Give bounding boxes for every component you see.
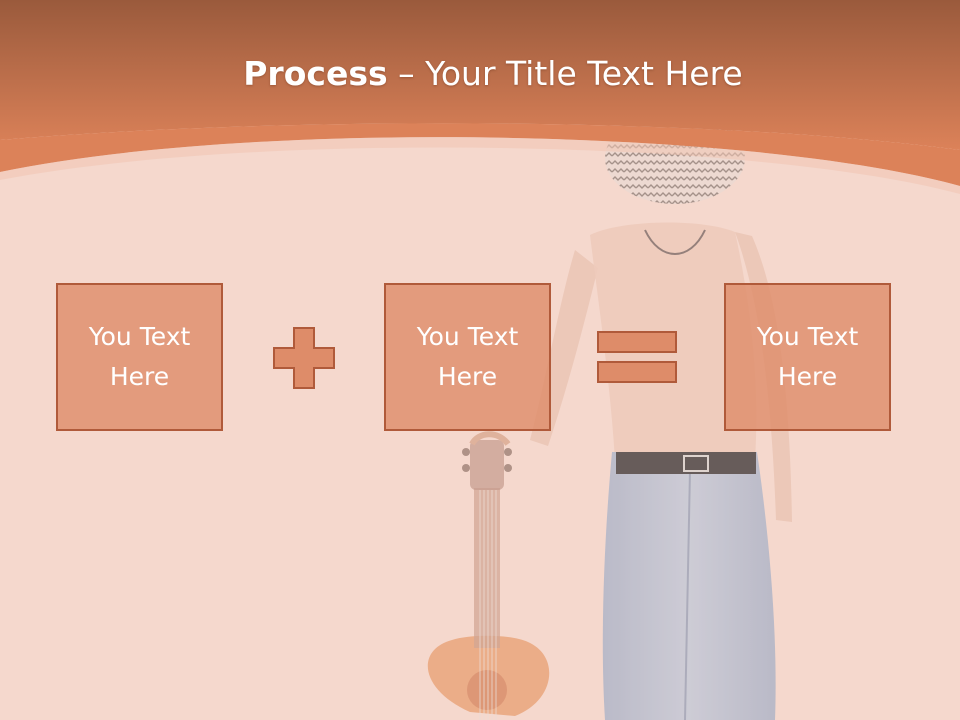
equals-icon [597,331,677,383]
process-box-2-line1: You Text [416,322,519,351]
guitar-illustration [427,431,550,720]
process-box-2-line2: Here [437,362,498,391]
process-box-1-line2: Here [109,362,170,391]
process-box-3-line1: You Text [756,322,859,351]
title-rest: – Your Title Text Here [387,54,743,93]
process-box-1-line1: You Text [88,322,191,351]
title-bold: Process [243,54,388,93]
slide-title: Process – Your Title Text Here [0,52,960,96]
title-banner [0,0,960,194]
process-box-2: You Text Here [384,283,551,431]
process-box-1: You Text Here [56,283,223,431]
process-box-3-line2: Here [777,362,838,391]
process-box-3: You Text Here [724,283,891,431]
plus-icon [273,327,335,389]
